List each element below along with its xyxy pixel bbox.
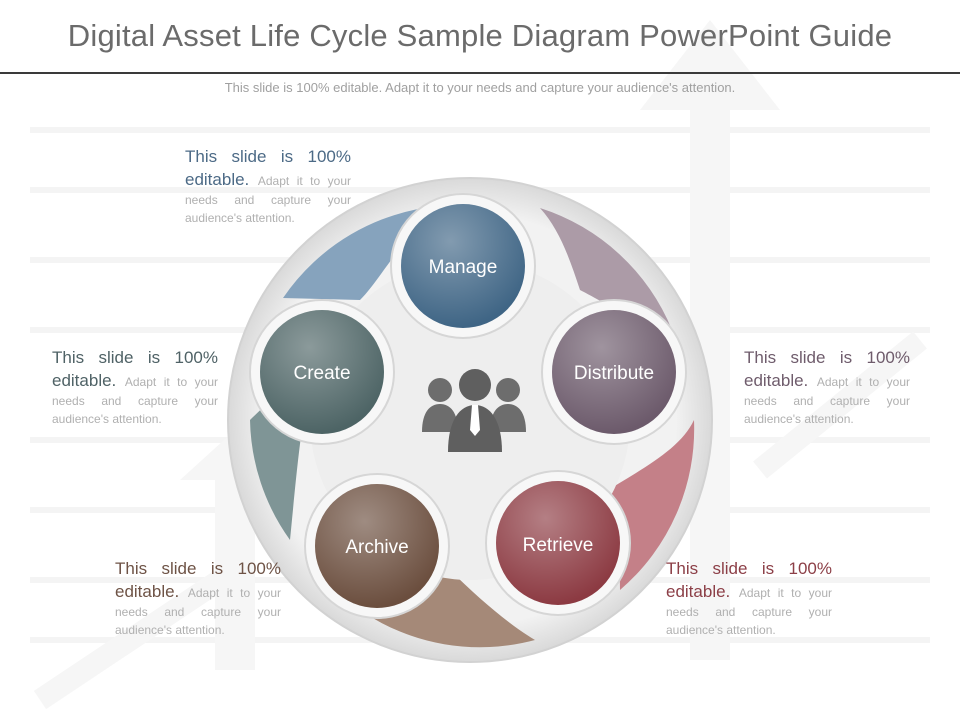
- note-manage-body: Adapt it to your needs and capture your …: [185, 174, 351, 225]
- note-create-body: Adapt it to your needs and capture your …: [52, 375, 218, 426]
- note-create-lead: This slide is 100% editable.: [52, 348, 218, 390]
- note-create: This slide is 100% editable. Adapt it to…: [52, 346, 218, 428]
- stage-distribute: Distribute: [541, 299, 687, 445]
- segment-distribute: [540, 208, 672, 330]
- stage-archive: Archive: [304, 473, 450, 619]
- stage-retrieve: Retrieve: [485, 470, 631, 616]
- stage-retrieve-label: Retrieve: [523, 535, 594, 556]
- subtitle: This slide is 100% editable. Adapt it to…: [224, 80, 736, 95]
- stage-create-label: Create: [293, 363, 350, 384]
- stage-distribute-label: Distribute: [574, 363, 654, 384]
- stage-manage: Manage: [390, 193, 536, 339]
- stage-archive-label: Archive: [345, 537, 408, 558]
- page-title: Digital Asset Life Cycle Sample Diagram …: [67, 18, 893, 53]
- note-retrieve-body: Adapt it to your needs and capture your …: [666, 586, 832, 637]
- segment-archive: [360, 570, 535, 648]
- note-retrieve: This slide is 100% editable. Adapt it to…: [666, 557, 832, 639]
- note-distribute-lead: This slide is 100% editable.: [744, 348, 910, 390]
- note-manage-lead: This slide is 100% editable.: [185, 147, 351, 189]
- note-archive: This slide is 100% editable. Adapt it to…: [115, 557, 281, 639]
- team-people-icon: [422, 369, 526, 452]
- stage-manage-label: Manage: [429, 257, 498, 278]
- title-divider: [0, 72, 960, 74]
- note-distribute-body: Adapt it to your needs and capture your …: [744, 375, 910, 426]
- note-distribute: This slide is 100% editable. Adapt it to…: [744, 346, 910, 428]
- stage-create: Create: [249, 299, 395, 445]
- note-manage: This slide is 100% editable. Adapt it to…: [185, 145, 351, 227]
- note-archive-body: Adapt it to your needs and capture your …: [115, 586, 281, 637]
- note-archive-lead: This slide is 100% editable.: [115, 559, 281, 601]
- note-retrieve-lead: This slide is 100% editable.: [666, 559, 832, 601]
